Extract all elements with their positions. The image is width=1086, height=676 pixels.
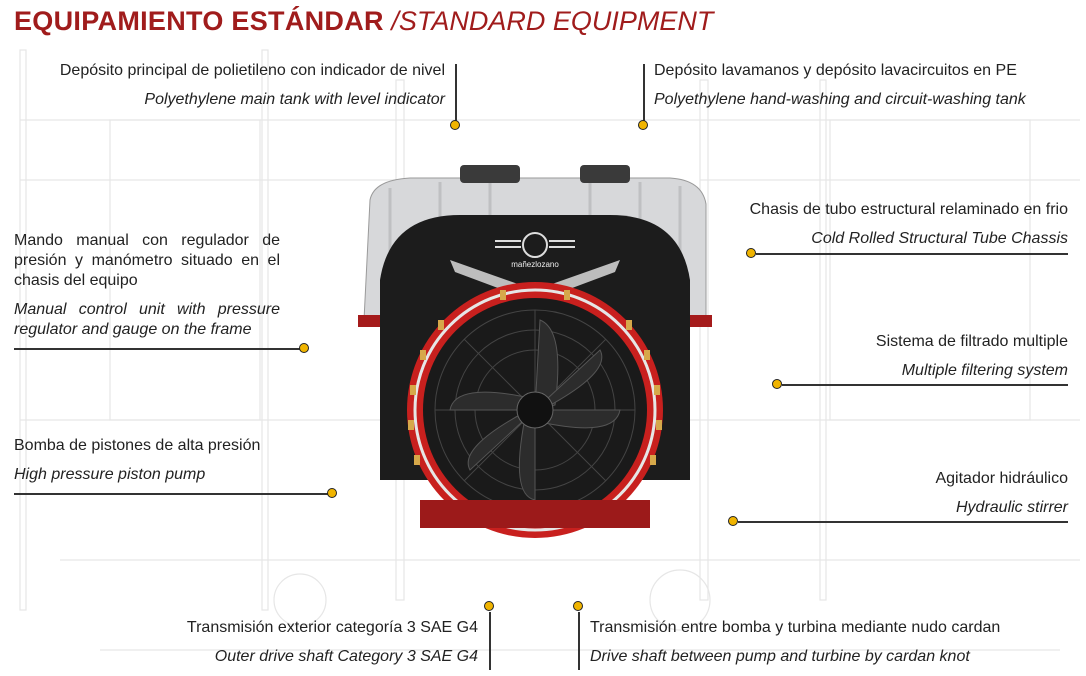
callout-pump-en: High pressure piston pump [14, 466, 206, 483]
callout-wash-tank-en: Polyethylene hand-washing and circuit-wa… [654, 91, 1026, 108]
callout-control: Mando manual con regulador de presión y … [14, 231, 280, 340]
callout-stirrer: Agitador hidráulico Hydraulic stirrer [760, 469, 1068, 518]
marker-dot [573, 601, 583, 611]
callout-main-tank: Depósito principal de polietileno con in… [20, 61, 445, 110]
leader-line [756, 253, 1068, 255]
callout-pump-es: Bomba de pistones de alta presión [14, 437, 261, 454]
brand-logo-text: mañezlozano [511, 260, 559, 269]
marker-dot [638, 120, 648, 130]
callout-chassis-es: Chasis de tubo estructural relaminado en… [749, 201, 1068, 218]
marker-dot [772, 379, 782, 389]
marker-dot [327, 488, 337, 498]
callout-chassis-en: Cold Rolled Structural Tube Chassis [811, 230, 1068, 247]
callout-main-tank-es: Depósito principal de polietileno con in… [59, 62, 445, 79]
callout-control-en: Manual control unit with pressure regula… [14, 301, 280, 338]
callout-filter-es: Sistema de filtrado multiple [875, 333, 1068, 350]
callout-filter-en: Multiple filtering system [901, 362, 1068, 379]
callout-wash-tank: Depósito lavamanos y depósito lavacircui… [654, 61, 1074, 110]
leader-line [455, 64, 457, 122]
page-title: EQUIPAMIENTO ESTÁNDAR /STANDARD EQUIPMEN… [14, 4, 713, 38]
callout-cardan: Transmisión entre bomba y turbina median… [590, 618, 1060, 667]
leader-line [578, 612, 580, 670]
marker-dot [746, 248, 756, 258]
leader-line [643, 64, 645, 122]
callout-cardan-en: Drive shaft between pump and turbine by … [590, 648, 970, 665]
callout-wash-tank-es: Depósito lavamanos y depósito lavacircui… [654, 62, 1017, 79]
callout-pump: Bomba de pistones de alta presión High p… [14, 436, 314, 485]
callout-outer-shaft-en: Outer drive shaft Category 3 SAE G4 [214, 648, 478, 665]
callout-chassis: Chasis de tubo estructural relaminado en… [700, 200, 1068, 249]
leader-line [782, 384, 1068, 386]
marker-dot [299, 343, 309, 353]
marker-dot [450, 120, 460, 130]
title-spanish: EQUIPAMIENTO ESTÁNDAR [14, 6, 384, 36]
marker-dot [728, 516, 738, 526]
leader-line [14, 348, 300, 350]
callout-stirrer-en: Hydraulic stirrer [955, 499, 1068, 516]
leader-line [489, 612, 491, 670]
callout-main-tank-en: Polyethylene main tank with level indica… [144, 91, 445, 108]
leader-line [14, 493, 328, 495]
marker-dot [484, 601, 494, 611]
callout-control-es: Mando manual con regulador de presión y … [14, 232, 280, 289]
title-english: /STANDARD EQUIPMENT [391, 6, 714, 36]
callout-cardan-es: Transmisión entre bomba y turbina median… [590, 619, 1001, 636]
callout-filter: Sistema de filtrado multiple Multiple fi… [760, 332, 1068, 381]
callout-outer-shaft: Transmisión exterior categoría 3 SAE G4 … [120, 618, 478, 667]
callout-outer-shaft-es: Transmisión exterior categoría 3 SAE G4 [186, 619, 478, 636]
sprayer-machine-illustration: mañezlozano [358, 165, 712, 538]
leader-line [738, 521, 1068, 523]
callout-stirrer-es: Agitador hidráulico [935, 470, 1068, 487]
